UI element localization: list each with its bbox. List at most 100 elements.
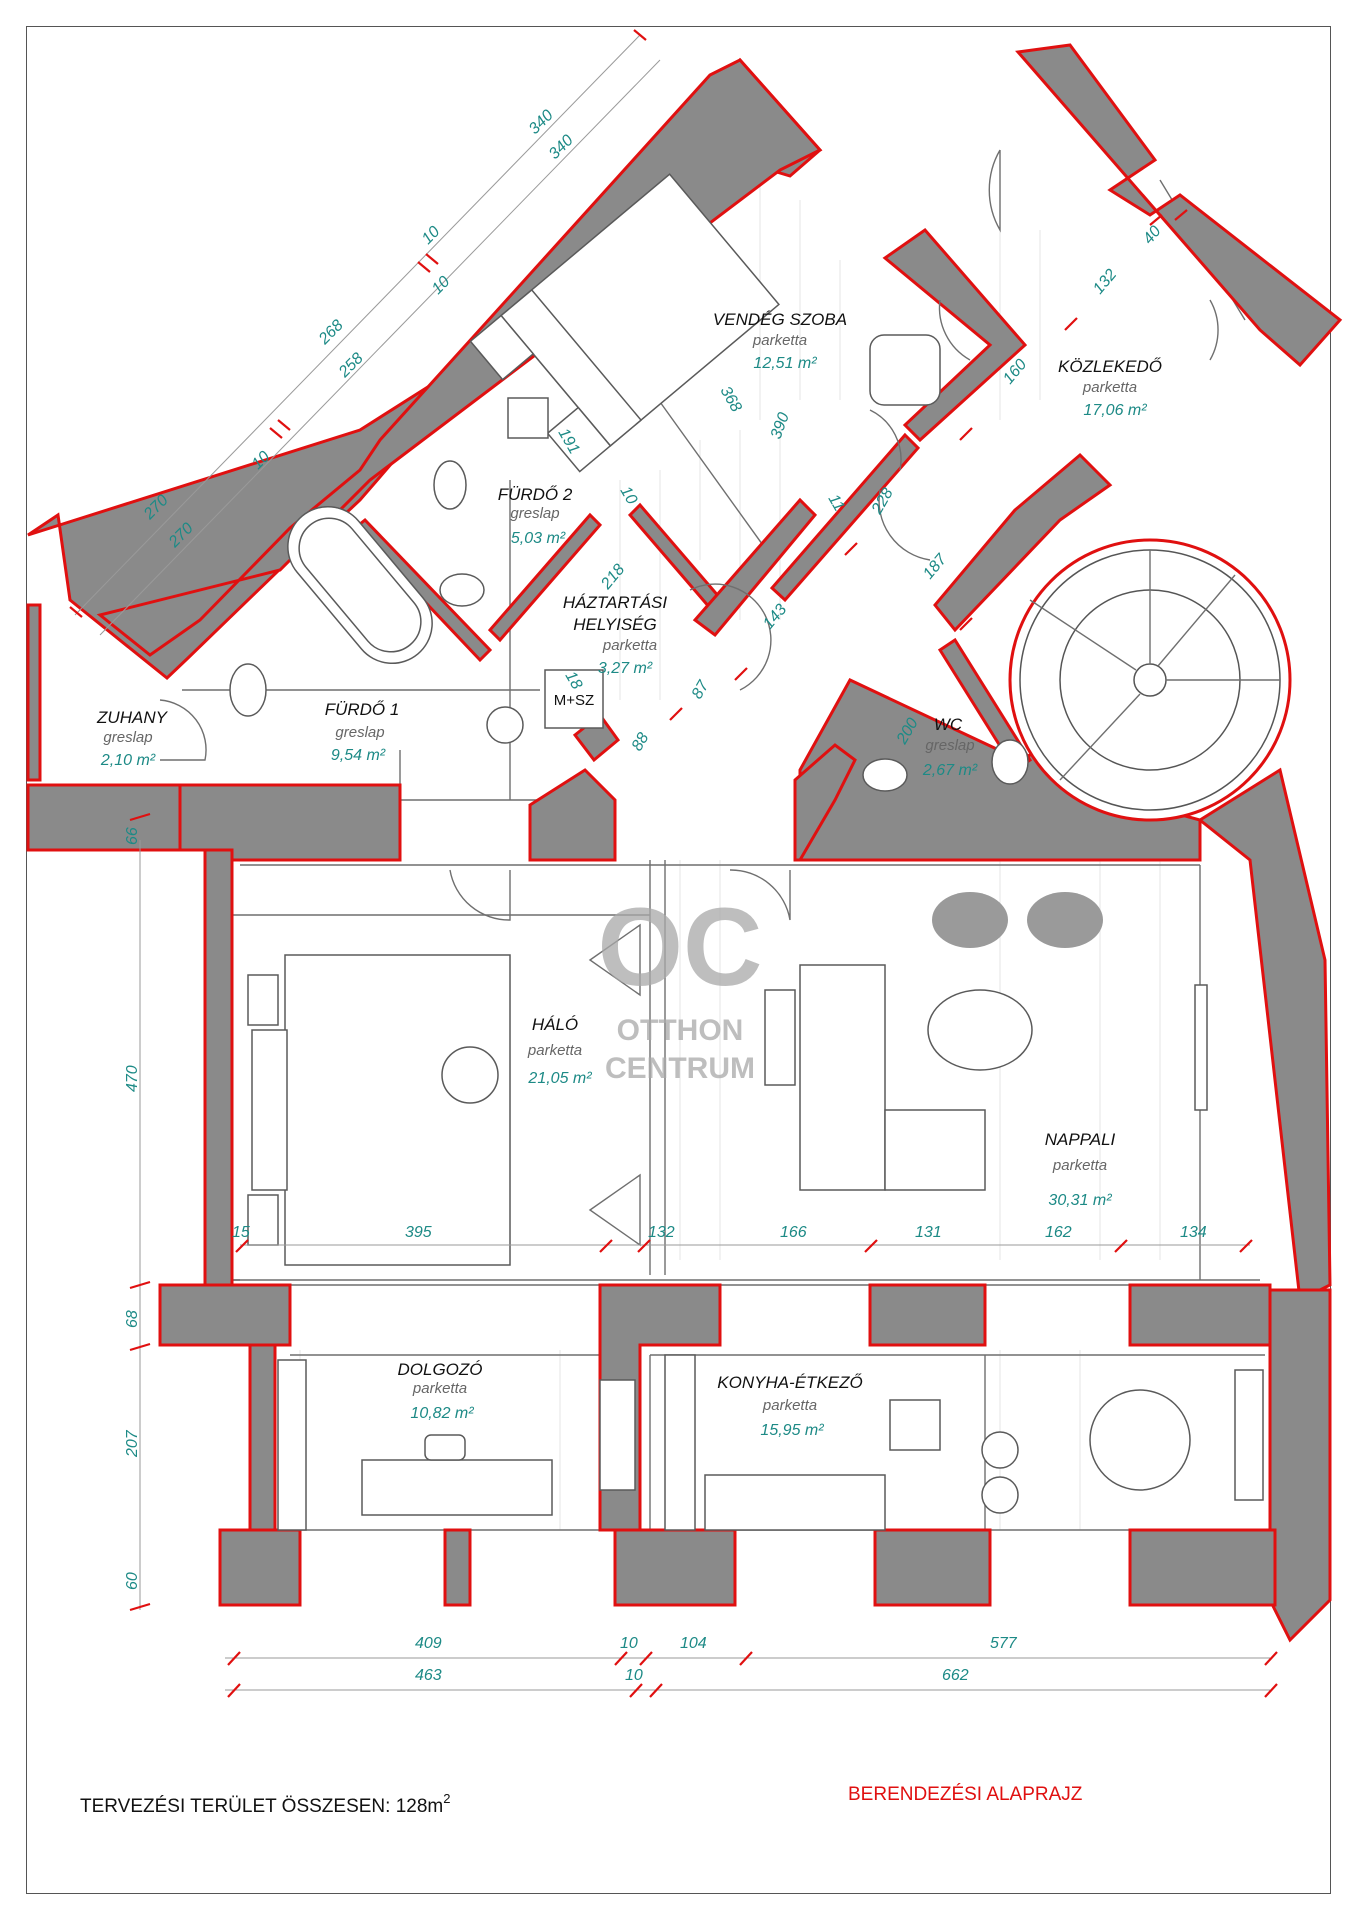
armchairs-grey [932,892,1103,948]
svg-text:parketta: parketta [527,1042,582,1059]
svg-text:2,67 m²: 2,67 m² [922,762,978,779]
round-rug [441,1046,499,1104]
bar-stool-1 [981,1431,1019,1469]
dim-left-66: 66 [124,827,141,845]
wall-left-column [26,783,182,852]
appliance-label: M+SZ [554,692,594,709]
coffee-table [927,989,1033,1071]
dim-mid-131: 131 [915,1224,942,1241]
svg-text:21,05 m²: 21,05 m² [527,1070,592,1087]
svg-text:parketta: parketta [752,332,807,349]
wall-bottom-1 [218,1528,302,1607]
dim-bot-10a: 10 [620,1635,638,1652]
wall-bottom-5 [1128,1528,1277,1607]
wall-zuhany-left [26,603,42,782]
washer-dryer [544,669,604,729]
room-halo: HÁLÓ parketta 21,05 m² [527,1015,592,1087]
bookshelf-right [599,1379,636,1491]
dim-left-470: 470 [124,1065,141,1092]
kitchen-counter-left [664,1354,696,1531]
toilet-bath1 [229,663,267,717]
dim-10: 10 [617,484,641,508]
dim-mid-395: 395 [405,1224,432,1241]
dim-bot-463: 463 [415,1667,442,1684]
bookshelf-left [277,1359,307,1531]
wall-inner-partition-5 [769,432,921,603]
total-area-label: TERVEZÉSI TERÜLET ÖSSZESEN: 128m2 [80,1791,450,1817]
dim-390: 390 [768,410,793,441]
svg-text:10,82 m²: 10,82 m² [410,1405,474,1422]
svg-text:DOLGOZÓ: DOLGOZÓ [397,1360,482,1379]
wall-dolgozo-left [248,1343,277,1532]
svg-text:parketta: parketta [412,1380,467,1397]
wall-wc-left [793,743,857,862]
room-furdo-1: FÜRDŐ 1 greslap 9,54 m² [325,700,400,764]
dim-mid-134: 134 [1180,1224,1207,1241]
svg-text:KONYHA-ÉTKEZŐ: KONYHA-ÉTKEZŐ [717,1373,862,1392]
room-furdo-2: FÜRDŐ 2 greslap 5,03 m² [498,485,573,547]
double-bed [284,954,511,1266]
dim-143: 143 [760,601,790,632]
svg-text:17,06 m²: 17,06 m² [1083,402,1147,419]
dim-11: 11 [825,492,848,515]
svg-text:WC: WC [934,715,963,734]
dim-top-outer-3: 268 [315,317,347,349]
dim-mid-162: 162 [1045,1224,1072,1241]
nightstand-2 [247,1194,279,1246]
dim-left-60: 60 [124,1572,141,1590]
svg-text:NAPPALI: NAPPALI [1045,1130,1116,1149]
dim-87: 87 [689,677,713,702]
svg-text:5,03 m²: 5,03 m² [511,530,566,547]
svg-text:parketta: parketta [602,637,657,654]
room-dolgozo: DOLGOZÓ parketta 10,82 m² [397,1360,482,1422]
dim-mid-166: 166 [780,1224,807,1241]
room-konyha-etkezo: KONYHA-ÉTKEZŐ parketta 15,95 m² [717,1373,862,1439]
wall-upper-middle-2 [528,768,617,862]
svg-text:HELYISÉG: HELYISÉG [573,615,656,634]
svg-text:2,10 m²: 2,10 m² [100,752,156,769]
svg-text:greslap: greslap [335,724,384,741]
room-wc: WC greslap 2,67 m² [922,715,978,779]
dim-187: 187 [920,550,951,582]
svg-text:HÁZTARTÁSI: HÁZTARTÁSI [563,593,667,612]
nightstand-1 [247,974,279,1026]
dim-88: 88 [629,730,653,754]
dim-top-outer-2: 10 [419,223,444,248]
svg-text:FÜRDŐ 2: FÜRDŐ 2 [498,485,573,504]
svg-text:9,54 m²: 9,54 m² [331,747,386,764]
dim-left-68: 68 [124,1310,141,1328]
dim-top-inner-3: 258 [335,350,367,382]
wall-inner-partition-4 [692,497,818,638]
shower-tray-bath2 [507,397,549,439]
wall-inner-partition-2 [487,512,603,643]
wall-corridor-right [933,452,1113,633]
svg-text:parketta: parketta [1082,379,1137,396]
watermark-otthon: OTTHON [617,1014,744,1047]
svg-text:parketta: parketta [762,1397,817,1414]
dimension-ticks [69,29,1278,1698]
dim-bot-409: 409 [415,1635,442,1652]
watermark-oc: OC [598,886,763,1009]
wall-mid-right-pier [868,1283,987,1347]
room-haztartasi: HÁZTARTÁSI HELYISÉG parketta 3,27 m² [563,593,667,677]
toilet-wc [862,758,908,792]
sink-wc [991,739,1029,785]
room-nappali: NAPPALI parketta 30,31 m² [1045,1130,1116,1209]
room-vendeg-szoba: VENDÉG SZOBA parketta 12,51 m² [713,310,847,372]
dim-left-207: 207 [124,1429,141,1458]
room-kozlekedo: KÖZLEKEDŐ parketta 17,06 m² [1058,357,1162,419]
dim-top-outer-1: 340 [526,107,557,138]
wall-bottom-4 [873,1528,992,1607]
bar-stool-2 [981,1476,1019,1514]
sofa-chaise [884,1109,986,1191]
spiral-stair [1008,538,1292,822]
dining-table [1089,1389,1191,1491]
svg-text:3,27 m²: 3,27 m² [598,660,653,677]
sink-bath1 [486,706,524,744]
sink-bath2 [439,573,485,607]
room-labels: VENDÉG SZOBA parketta 12,51 m² KÖZLEKEDŐ… [96,310,1162,1439]
wall-mid-left-pier [158,1283,292,1347]
wall-wc-top [937,637,1033,773]
dim-132: 132 [1090,266,1120,297]
bed-headboard [251,1029,288,1191]
